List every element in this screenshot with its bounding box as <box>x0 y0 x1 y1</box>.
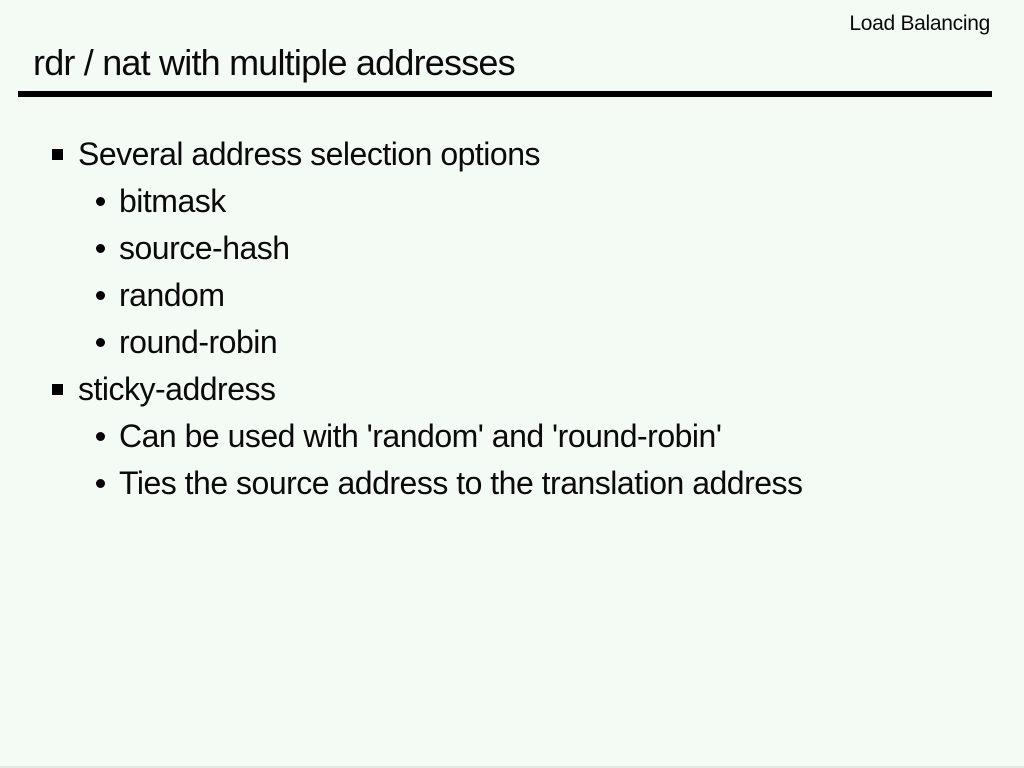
bullet-text: Ties the source address to the translati… <box>119 465 803 501</box>
list-item: round-robin <box>0 319 1010 366</box>
bullet-text: bitmask <box>119 183 226 219</box>
title-rule-divider <box>18 91 992 97</box>
bullet-text: round-robin <box>119 324 278 360</box>
list-item: bitmask <box>0 178 1010 225</box>
bullet-text: source-hash <box>119 230 290 266</box>
bullet-text: Can be used with 'random' and 'round-rob… <box>119 418 722 454</box>
list-item: source-hash <box>0 225 1010 272</box>
bullet-text: Several address selection options <box>78 136 541 172</box>
dot-bullet-icon <box>96 291 105 300</box>
list-item: random <box>0 272 1010 319</box>
dot-bullet-icon <box>96 432 105 441</box>
list-item: Ties the source address to the translati… <box>0 460 1010 507</box>
square-bullet-icon <box>52 149 63 160</box>
dot-bullet-icon <box>96 197 105 206</box>
dot-bullet-icon <box>96 338 105 347</box>
list-item: sticky-address <box>0 366 1010 413</box>
dot-bullet-icon <box>96 244 105 253</box>
dot-bullet-icon <box>96 479 105 488</box>
bullet-text: random <box>119 277 225 313</box>
bullet-list: Several address selection options bitmas… <box>0 131 1010 507</box>
list-item: Can be used with 'random' and 'round-rob… <box>0 413 1010 460</box>
page-title: rdr / nat with multiple addresses <box>33 42 516 83</box>
bullet-text: sticky-address <box>78 371 276 407</box>
corner-label: Load Balancing <box>849 12 990 35</box>
square-bullet-icon <box>52 384 63 395</box>
list-item: Several address selection options <box>0 131 1010 178</box>
